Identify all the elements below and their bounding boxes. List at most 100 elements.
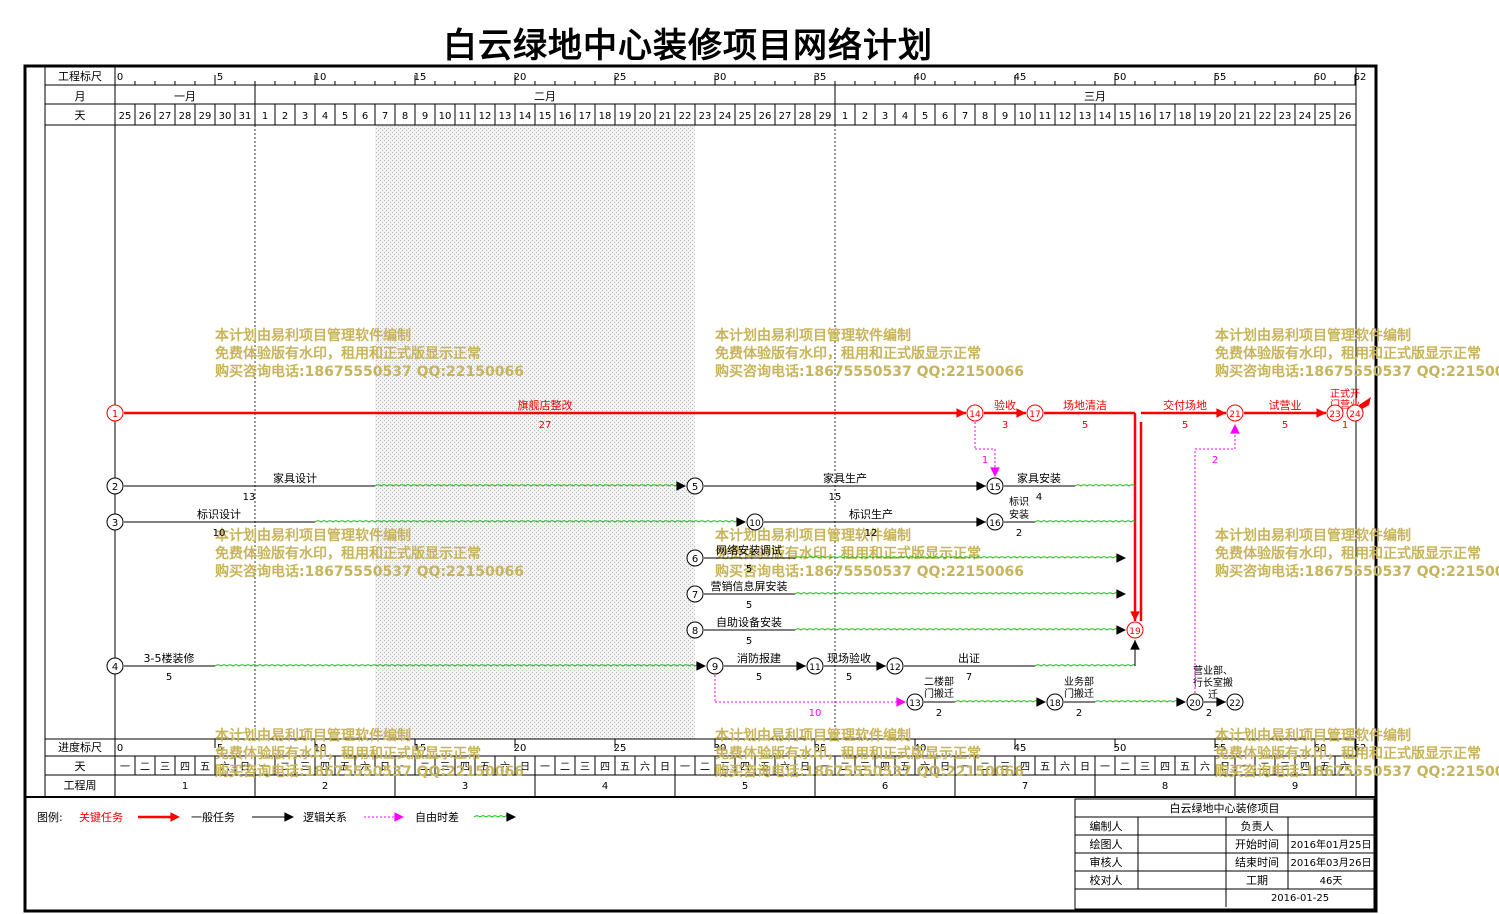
scale-tick-label: 10	[314, 72, 327, 83]
task-duration: 5	[746, 600, 752, 611]
weekday-label: 四	[880, 762, 890, 773]
task-certificate-arrow	[1130, 640, 1140, 650]
header-month-label: 月	[75, 90, 86, 103]
task-sign-production-arrow	[976, 517, 986, 527]
week-label: 1	[182, 781, 188, 792]
node-4	[106, 657, 124, 675]
task-label: 安装	[1009, 508, 1029, 521]
task-label: 标识	[1009, 496, 1029, 508]
footer-scale-tick-label: 30	[714, 743, 727, 754]
info-label: 负责人	[1241, 819, 1274, 833]
task-office-move-arrow	[1216, 697, 1226, 707]
node-label: 2	[112, 482, 118, 493]
task-label: 门搬迁	[924, 687, 954, 700]
task-business-move-arrow	[1176, 697, 1186, 707]
day-label: 29	[199, 111, 212, 122]
day-label: 28	[799, 111, 812, 122]
node-label: 20	[1189, 699, 1201, 709]
task-fire-filing-arrow	[796, 661, 806, 671]
node-label: 5	[692, 482, 698, 493]
nonwork-region	[375, 125, 695, 739]
task-furniture-production-arrow	[976, 481, 986, 491]
task-label: 营业部、	[1193, 664, 1233, 677]
day-label: 19	[1199, 111, 1212, 122]
task-label: 消防报建	[737, 651, 781, 665]
node-label: 17	[1029, 410, 1040, 420]
task-site-check-arrow	[876, 661, 886, 671]
weekday-label: 二	[840, 762, 850, 773]
task-duration: 3	[1002, 420, 1008, 431]
footer-scale-tick-label: 50	[1114, 743, 1127, 754]
task-duration: 2	[1016, 528, 1022, 539]
weekday-label: 五	[200, 762, 210, 773]
weekday-label: 一	[960, 762, 970, 773]
day-label: 22	[1259, 111, 1272, 122]
day-label: 25	[739, 111, 752, 122]
scale-tick-label: 20	[514, 72, 527, 83]
task-label: 出证	[958, 651, 980, 665]
node-label: 24	[1349, 410, 1361, 420]
task-duration: 4	[1036, 492, 1042, 503]
weekday-label: 一	[400, 762, 410, 773]
node-7	[686, 585, 704, 603]
watermark-text: 本计划由易利项目管理软件编制	[215, 527, 411, 544]
footer-scale-label: 进度标尺	[58, 740, 102, 754]
info-label: 结束时间	[1235, 856, 1279, 869]
day-label: 11	[459, 111, 472, 122]
node-label: 11	[809, 663, 820, 673]
weekday-label: 六	[1200, 761, 1210, 773]
legend-float-line	[473, 815, 509, 818]
weekday-label: 六	[500, 761, 510, 773]
watermark-text: 购买咨询电话:18675550537 QQ:22150066	[1215, 763, 1499, 780]
node-23	[1326, 404, 1344, 422]
week-label: 6	[882, 781, 888, 792]
node-24	[1346, 404, 1364, 422]
footer-week-label: 工程周	[64, 779, 97, 792]
watermark-text: 购买咨询电话:18675550537 QQ:22150066	[1215, 363, 1499, 380]
logic-arrow	[990, 467, 1000, 477]
weekday-label: 三	[440, 762, 450, 773]
node-22	[1226, 693, 1244, 711]
node-2	[106, 477, 124, 495]
week-label: 3	[462, 781, 468, 792]
weekday-label: 二	[1120, 762, 1130, 773]
day-label: 25	[1319, 111, 1332, 122]
scale-tick-label: 35	[814, 72, 827, 83]
scale-tick-label: 50	[1114, 72, 1127, 83]
day-label: 7	[962, 111, 968, 122]
day-label: 27	[159, 111, 172, 122]
node-label: 18	[1049, 699, 1061, 709]
node-5	[686, 477, 704, 495]
weekday-label: 四	[460, 762, 470, 773]
footer-scale-tick-label: 55	[1214, 743, 1227, 754]
info-label: 编制人	[1090, 819, 1123, 833]
info-label: 开始时间	[1235, 837, 1279, 851]
weekday-label: 四	[1160, 762, 1170, 773]
day-label: 25	[119, 111, 132, 122]
day-label: 26	[139, 111, 152, 122]
weekday-label: 五	[1040, 762, 1050, 773]
footer-scale-tick-label: 5	[217, 743, 223, 754]
footer-scale-tick-label: 25	[614, 743, 627, 754]
day-label: 12	[479, 111, 492, 122]
task-label: 门搬迁	[1064, 687, 1094, 700]
watermark-text: 购买咨询电话:18675550537 QQ:22150066	[715, 563, 1024, 580]
weekday-label: 二	[140, 762, 150, 773]
month-label: 二月	[534, 90, 556, 103]
scale-tick-label: 62	[1354, 72, 1367, 83]
day-label: 19	[619, 111, 632, 122]
watermark-text: 本计划由易利项目管理软件编制	[215, 327, 411, 344]
day-label: 7	[382, 111, 388, 122]
scale-tick-label: 60	[1314, 72, 1327, 83]
legend-float-arrow	[506, 812, 516, 822]
day-label: 29	[819, 111, 832, 122]
day-label: 12	[1059, 111, 1072, 122]
day-label: 10	[439, 111, 452, 122]
day-label: 23	[1279, 111, 1292, 122]
weekday-label: 一	[260, 762, 270, 773]
node-20	[1186, 693, 1204, 711]
month-label: 一月	[174, 90, 196, 103]
node-3	[106, 513, 124, 531]
task-label: 场地清洁	[1063, 398, 1107, 412]
